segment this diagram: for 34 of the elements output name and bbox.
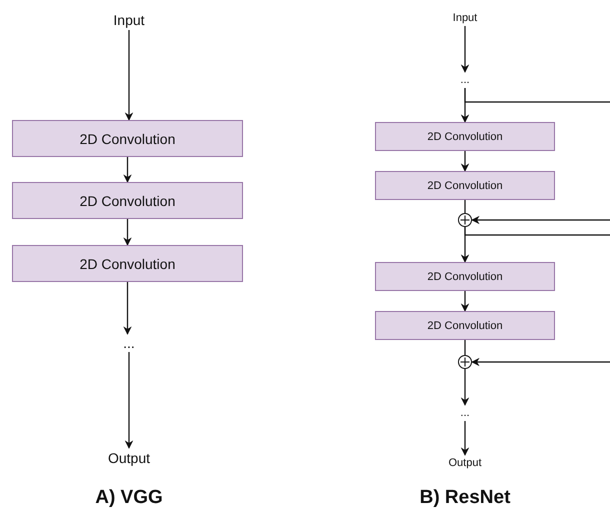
connector-line [464, 340, 466, 355]
connector-line [464, 200, 466, 213]
panel-title: B) ResNet [420, 487, 510, 509]
convolution-layer-box: 2D Convolution [375, 262, 555, 291]
arrow [471, 358, 610, 366]
arrow [123, 157, 132, 183]
connector-line [464, 227, 610, 236]
add-circle [458, 213, 472, 227]
text-label: Input [99, 10, 159, 30]
ellipsis-label: ... [450, 405, 480, 421]
text-label: Output [440, 455, 490, 471]
arrow [471, 216, 610, 224]
ellipsis-label: ... [109, 334, 149, 352]
ellipsis-label: ... [450, 72, 480, 88]
arrow [123, 282, 132, 335]
arrow [124, 30, 134, 121]
convolution-layer-box: 2D Convolution [12, 182, 243, 219]
arrow [460, 291, 470, 312]
connector-line [464, 88, 610, 103]
arrow [460, 421, 470, 456]
add-circle [458, 355, 472, 369]
arrow [460, 26, 470, 73]
convolution-layer-box: 2D Convolution [375, 122, 555, 151]
text-label: Input [440, 10, 490, 26]
convolution-layer-box: 2D Convolution [375, 311, 555, 340]
text-label: Output [94, 448, 164, 468]
arrow [123, 219, 132, 246]
convolution-layer-box: 2D Convolution [12, 245, 243, 282]
convolution-layer-box: 2D Convolution [12, 120, 243, 157]
convolution-layer-box: 2D Convolution [375, 171, 555, 200]
arrow [124, 352, 134, 449]
arrow [460, 369, 470, 406]
panel-title: A) VGG [95, 487, 163, 509]
arrow [460, 151, 470, 172]
